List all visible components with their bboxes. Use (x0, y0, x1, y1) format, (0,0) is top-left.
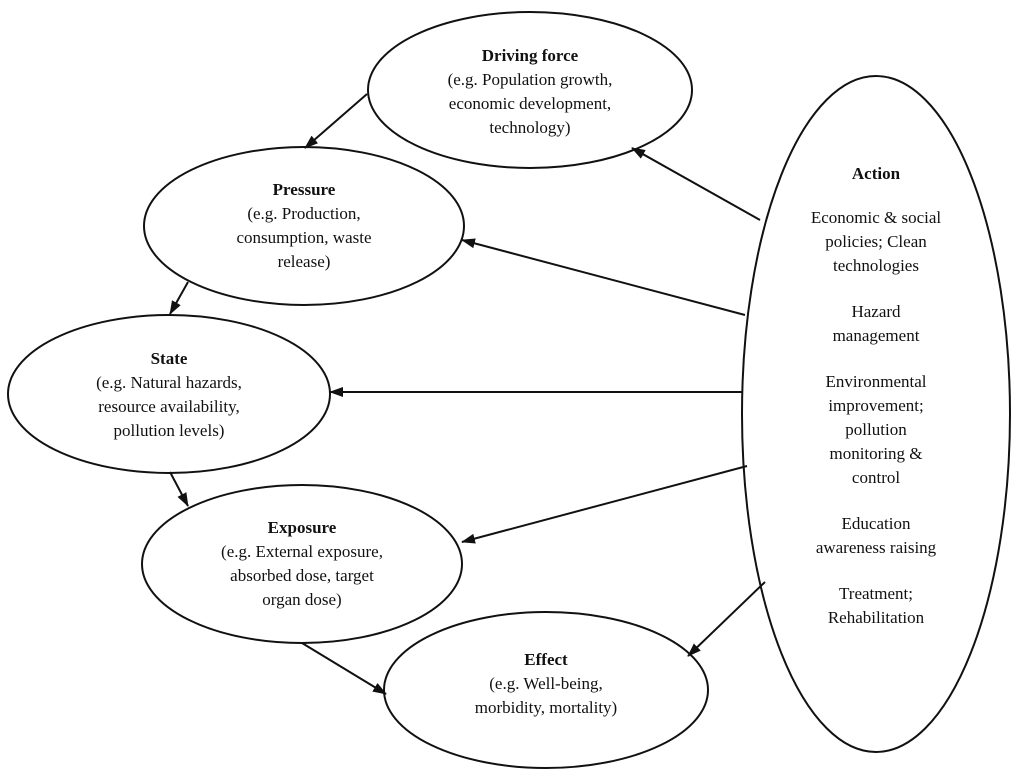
state-title: State (150, 349, 188, 368)
action-item-hazard-line-2: management (832, 326, 920, 345)
exposure-title: Exposure (267, 518, 337, 537)
effect-node: Effect (e.g. Well-being, morbidity, mort… (416, 648, 676, 720)
action-item-environmental-line-3: pollution (845, 420, 907, 439)
arrow-action-to-effect (687, 581, 766, 657)
action-item-policies-line-3: technologies (833, 256, 919, 275)
driving-force-ellipse (367, 11, 693, 169)
driving-force-desc-3: technology) (489, 118, 571, 137)
action-item-environmental-line-2: improvement; (828, 396, 924, 415)
action-item-education: Education awareness raising (771, 512, 981, 560)
pressure-desc-2: consumption, waste (236, 228, 372, 247)
arrow-driving-to-pressure (304, 93, 368, 149)
action-item-education-line-1: Education (841, 514, 911, 533)
action-ellipse (741, 75, 1011, 753)
arrow-action-to-driving-force (631, 147, 761, 221)
exposure-desc-2: absorbed dose, target (230, 566, 374, 585)
action-item-hazard: Hazard management (771, 300, 981, 348)
action-item-environmental-line-4: monitoring & (829, 444, 923, 463)
action-item-environmental-line-1: Environmental (825, 372, 927, 391)
action-item-education-line-2: awareness raising (815, 538, 937, 557)
exposure-desc-1: (e.g. External exposure, (221, 542, 383, 561)
state-desc-1: (e.g. Natural hazards, (96, 373, 242, 392)
action-item-policies: Economic & social policies; Clean techno… (771, 206, 981, 278)
action-item-treatment-line-2: Rehabilitation (827, 608, 925, 627)
action-title: Action (851, 164, 901, 183)
arrow-pressure-to-state (169, 281, 189, 315)
arrow-exposure-to-effect (301, 642, 387, 695)
action-node: Action Economic & social policies; Clean… (771, 162, 981, 652)
exposure-desc-3: organ dose) (262, 590, 342, 609)
effect-title: Effect (524, 650, 568, 669)
pressure-desc-3: release) (277, 252, 331, 271)
action-item-hazard-line-1: Hazard (851, 302, 901, 321)
arrow-action-to-pressure (461, 238, 746, 316)
effect-desc-2: morbidity, mortality) (474, 698, 618, 717)
action-item-policies-line-2: policies; Clean (825, 232, 927, 251)
pressure-desc-1: (e.g. Production, (247, 204, 361, 223)
effect-desc-1: (e.g. Well-being, (489, 674, 603, 693)
action-item-policies-line-1: Economic & social (810, 208, 942, 227)
pressure-ellipse (143, 146, 465, 306)
arrow-action-to-exposure (461, 465, 748, 544)
state-node: State (e.g. Natural hazards, resource av… (39, 347, 299, 443)
pressure-title: Pressure (272, 180, 336, 199)
action-item-environmental: Environmental improvement; pollution mon… (771, 370, 981, 490)
action-item-treatment: Treatment; Rehabilitation (771, 582, 981, 630)
action-item-treatment-line-1: Treatment; (839, 584, 913, 603)
driving-force-node: Driving force (e.g. Population growth, e… (400, 44, 660, 140)
driving-force-desc-1: (e.g. Population growth, (447, 70, 613, 89)
arrow-state-to-exposure (169, 471, 189, 507)
driving-force-desc-2: economic development, (448, 94, 612, 113)
exposure-node: Exposure (e.g. External exposure, absorb… (172, 516, 432, 612)
action-item-environmental-line-5: control (851, 468, 901, 487)
state-desc-3: pollution levels) (113, 421, 225, 440)
pressure-node: Pressure (e.g. Production, consumption, … (174, 178, 434, 274)
state-desc-2: resource availability, (98, 397, 240, 416)
driving-force-title: Driving force (481, 46, 579, 65)
